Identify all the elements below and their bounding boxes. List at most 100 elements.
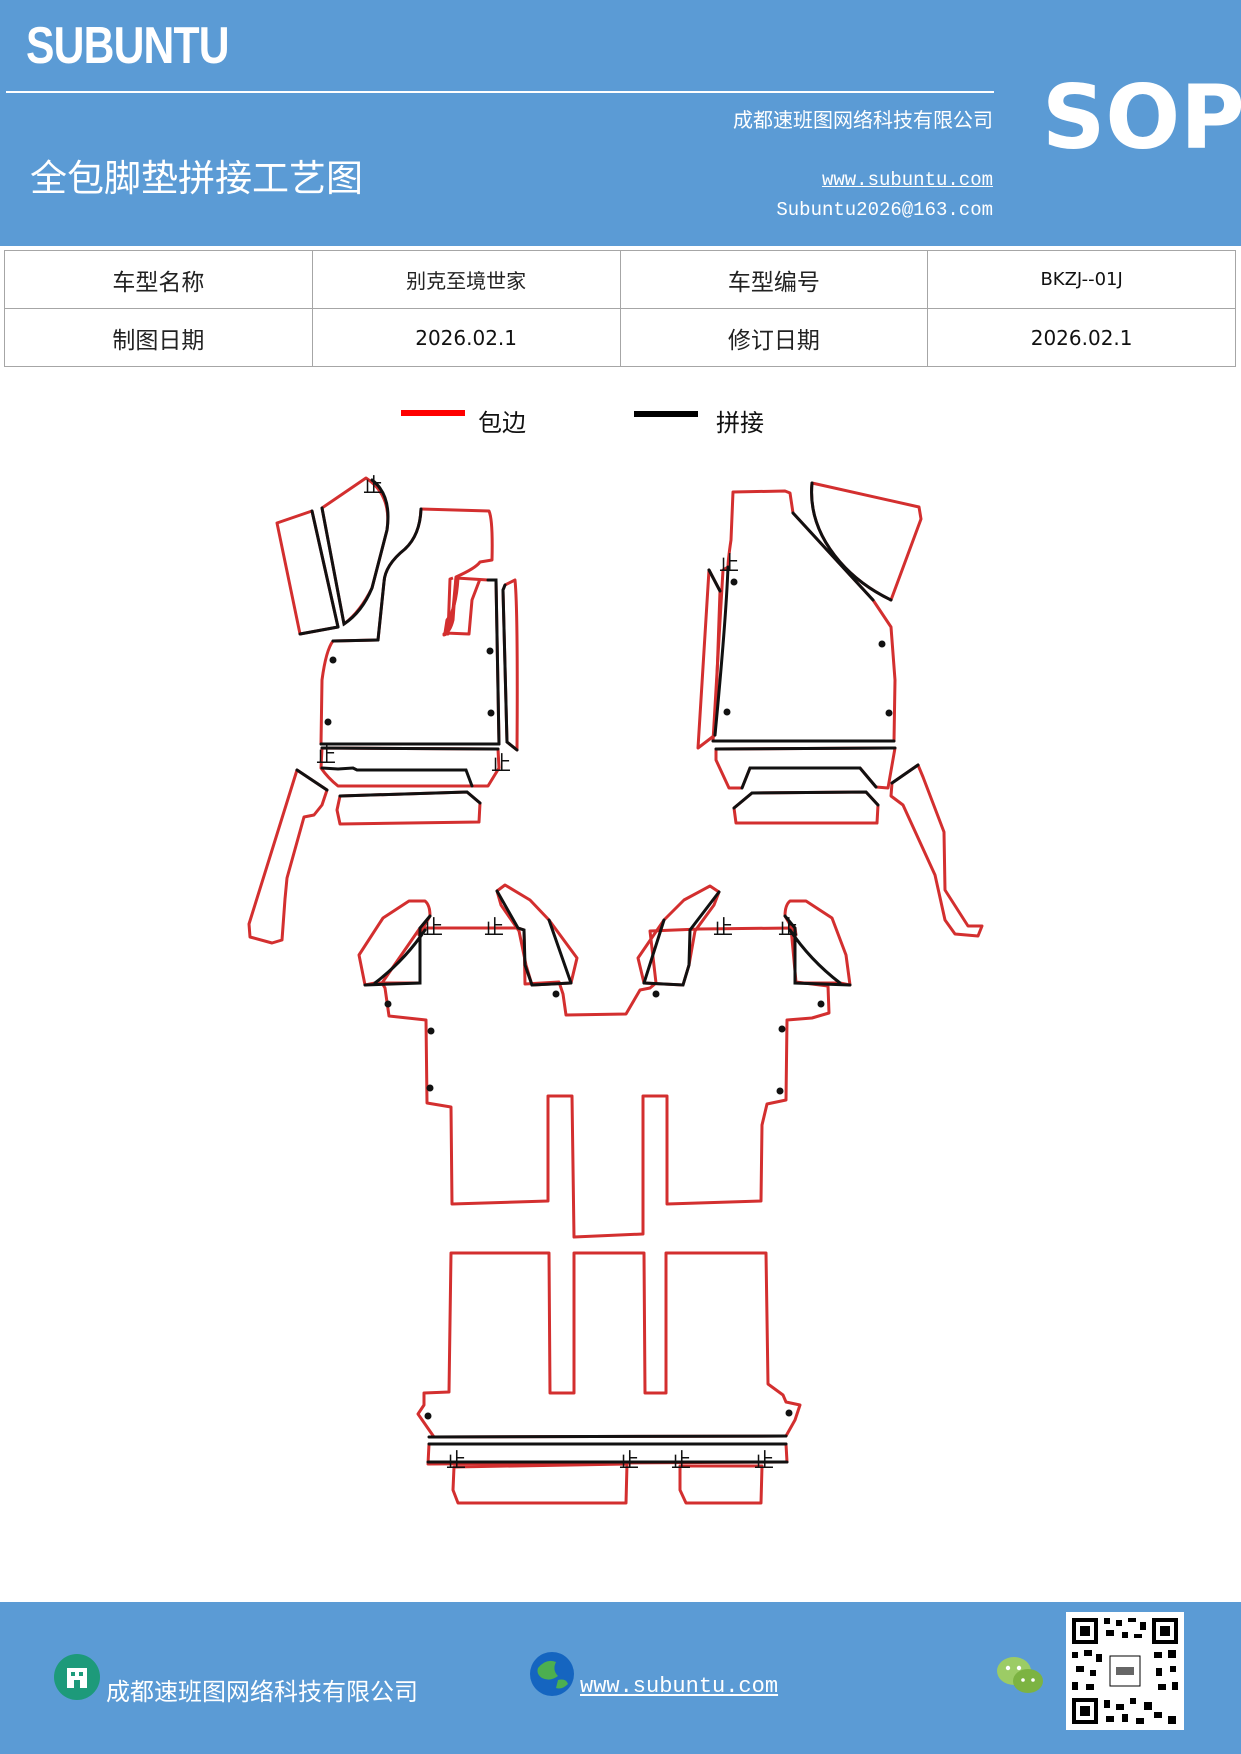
anchor-points [324,578,893,1420]
model-code-label: 车型编号 [619,250,929,309]
seam-line [298,625,340,636]
seam-line [376,507,423,642]
seam-line [310,509,340,629]
seam-line [320,478,390,627]
stop-mark: 止 [778,915,798,939]
seam-line [495,889,534,987]
info-table: 车型名称 别克至境世家 车型编号 BKZJ--01J 制图日期 2026.02.… [4,250,1236,367]
mat-outline [451,1462,629,1505]
mat-outline [275,509,340,636]
anchor-dot [486,647,494,655]
seam-line [732,790,880,810]
footer-website-link[interactable]: www.subuntu.com [580,1674,779,1699]
mat-outline [416,1251,802,1439]
seam-line [331,638,380,643]
legend-seam-swatch [634,411,698,417]
sop-badge: SOP [1042,66,1241,169]
globe-icon [530,1652,574,1696]
mat-outline [443,576,489,636]
model-code-value: BKZJ--01J [927,250,1236,309]
revise-date-label: 修订日期 [619,308,929,367]
anchor-dot [778,1025,786,1033]
seam-line [642,890,721,987]
stop-mark: 止 [713,915,733,939]
stop-mark: 止 [619,1448,639,1472]
edge-outlines [247,476,984,1505]
seam-line [642,918,666,985]
legend-edge-label: 包边 [478,409,526,437]
company-name: 成都速班图网络科技有限公司 [733,108,993,132]
building-icon [54,1654,100,1700]
mat-outline [711,489,897,743]
stop-mark: 止 [719,551,739,575]
anchor-dot [384,1000,392,1008]
seam-line [810,481,893,602]
seam-line [740,766,878,790]
anchor-dot [776,1087,784,1095]
model-name-label: 车型名称 [4,250,313,309]
email-address: Subuntu2026@163.com [776,199,993,221]
seam-line [427,1434,788,1439]
mat-outline [732,790,880,825]
anchor-dot [785,1409,793,1417]
draw-date-label: 制图日期 [4,308,313,367]
stop-mark: 止 [484,915,504,939]
anchor-dot [723,708,731,716]
qr-code-icon [1066,1612,1184,1730]
stop-mark: 止 [363,473,383,497]
seam-line [363,914,432,987]
wechat-icon [997,1657,1043,1693]
anchor-dot [426,1084,434,1092]
model-name-value: 别克至境世家 [311,250,621,309]
seam-line [788,928,842,985]
header-banner: SUBUNTU 成都速班图网络科技有限公司 全包脚垫拼接工艺图 www.subu… [0,0,1241,246]
seam-line [338,790,482,805]
seam-line [713,565,730,737]
seam-line [320,766,474,788]
mat-outline [247,768,329,945]
anchor-dot [730,578,738,586]
footer-company-name: 成都速班图网络科技有限公司 [106,1678,418,1706]
qr-code-graphic [1072,1618,1178,1724]
anchor-dot [487,709,495,717]
mat-outline [443,577,482,636]
seam-line [783,914,852,987]
seam-line [373,928,427,985]
seam-line [791,511,875,602]
mat-outline [420,507,494,637]
stop-mark: 止 [423,915,443,939]
brand-logo: SUBUNTU [26,17,230,75]
stop-mark: 止 [316,743,336,767]
stop-marks: 止 止 止 止 止 止 止 止 止 止 止 止 [316,473,798,1472]
stop-mark: 止 [491,751,511,775]
table-row: 车型名称 别克至境世家 车型编号 BKZJ--01J [4,250,1236,309]
stop-mark: 止 [446,1448,466,1472]
anchor-dot [324,718,332,726]
seam-line [890,763,920,785]
stop-mark: 止 [671,1448,691,1472]
anchor-dot [817,1000,825,1008]
website-link[interactable]: www.subuntu.com [821,169,993,191]
stop-mark: 止 [754,1448,774,1472]
legend-edge-swatch [401,410,465,416]
anchor-dot [652,990,660,998]
anchor-dot [885,709,893,717]
seam-line [714,746,897,751]
mat-outline [380,926,831,1239]
seam-line [486,578,501,746]
table-row: 制图日期 2026.02.1 修订日期 2026.02.1 [4,308,1236,367]
page-title: 全包脚垫拼接工艺图 [30,157,363,200]
seam-line [707,568,722,593]
anchor-dot [329,656,337,664]
anchor-dot [878,640,886,648]
seam-line [530,918,573,987]
seam-line [320,746,500,751]
anchor-dot [552,990,560,998]
header-divider [6,91,994,93]
mat-outline [678,1464,764,1505]
revise-date-value: 2026.02.1 [927,308,1236,367]
footer-banner: 成都速班图网络科技有限公司 www.subuntu.com [0,1602,1241,1754]
anchor-dot [424,1412,432,1420]
floor-mat-diagram: 止 止 止 止 止 止 止 止 止 止 止 止 [247,473,984,1505]
draw-date-value: 2026.02.1 [311,308,621,367]
